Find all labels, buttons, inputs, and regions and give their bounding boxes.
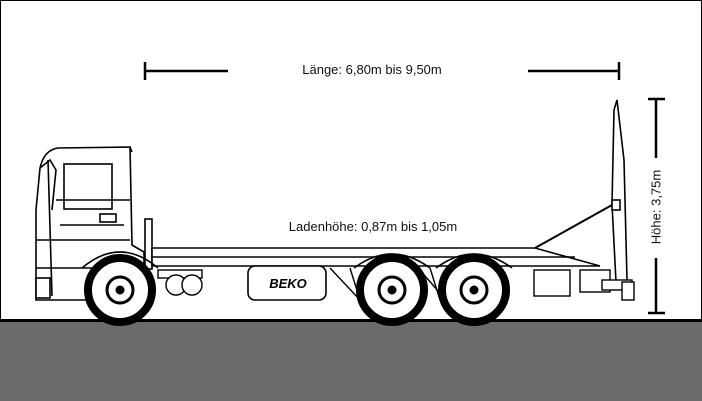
ground-strip (0, 319, 702, 401)
load-height-label: Ladenhöhe: 0,87m bis 1,05m (288, 219, 458, 234)
tank-brand-label: BEKO (269, 276, 307, 291)
height-dimension-line (648, 97, 665, 315)
length-dimension-line (143, 62, 621, 80)
fuel-tank (247, 265, 327, 301)
height-label: Höhe: 3,75m (648, 169, 664, 245)
rear-wheel (438, 254, 510, 326)
chassis-parts (157, 267, 635, 301)
front-wheel (84, 254, 156, 326)
cab-window (63, 163, 113, 210)
loading-ramp (534, 99, 628, 283)
length-label: Länge: 6,80m bis 9,50m (302, 62, 442, 77)
middle-wheel (356, 254, 428, 326)
wheel-arches (81, 251, 513, 269)
